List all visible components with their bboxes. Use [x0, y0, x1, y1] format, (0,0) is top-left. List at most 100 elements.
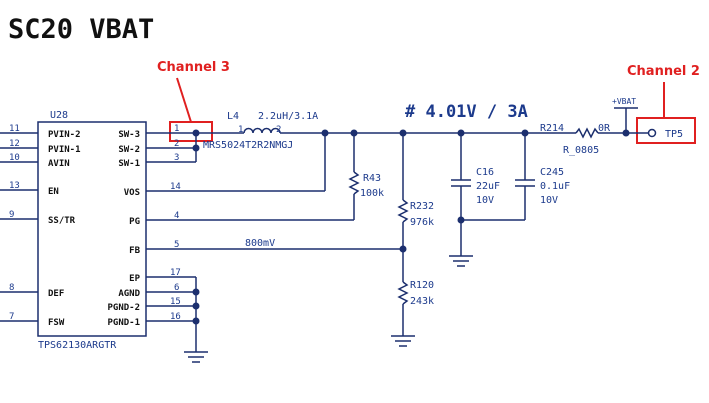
- inductor-pin-1: 1: [238, 125, 243, 135]
- inductor-l4: L4 2.2uH/3.1A 1 2 MRS5024T2R2NMGJ: [203, 111, 318, 151]
- ic-right-pin: 2 SW-2: [118, 139, 196, 155]
- ic-ref: U28: [50, 110, 68, 121]
- net-voltage-label: # 4.01V / 3A: [405, 102, 528, 122]
- inductor-part: MRS5024T2R2NMGJ: [203, 140, 293, 151]
- capacitor-value: 0.1uF: [540, 181, 570, 192]
- pin-name: SW-2: [118, 145, 140, 155]
- ic-right-pin: 14 VOS: [124, 182, 325, 198]
- channel-2-label: Channel 2: [627, 64, 700, 79]
- pin-number: 12: [9, 139, 20, 149]
- testpoint-tp5: TP5: [647, 128, 683, 140]
- junction-dot: [192, 144, 200, 152]
- pin-number: 3: [174, 153, 179, 163]
- junction-dot: [457, 129, 465, 137]
- pin-name: VOS: [124, 188, 140, 198]
- ic-left-pin: 7 FSW: [0, 312, 65, 328]
- pin-name: AGND: [118, 289, 140, 299]
- power-label: +VBAT: [612, 97, 636, 106]
- junction-dot: [192, 288, 200, 296]
- pin-number: 1: [174, 124, 179, 134]
- ic-left-pin: 11 PVIN-2: [0, 124, 81, 140]
- channel-2-box: [636, 117, 696, 144]
- ic-left-pin: 8 DEF: [0, 283, 64, 299]
- resistor-r214: R214 0R R_0805: [540, 123, 611, 156]
- ic-right-pin: 15 PGND-2: [107, 297, 196, 313]
- capacitor-ref: C245: [540, 167, 564, 178]
- resistor-r232: R232 976k: [397, 199, 434, 228]
- ic-right-pin: 16 PGND-1: [107, 312, 196, 328]
- junction-dot: [192, 317, 200, 325]
- ic-right-pin: 3 SW-1: [118, 153, 196, 169]
- pin-number: 11: [9, 124, 20, 134]
- resistor-footprint: R_0805: [563, 145, 599, 156]
- pin-name: SW-1: [118, 159, 140, 169]
- pin-number: 15: [170, 297, 181, 307]
- junction-dot: [521, 129, 529, 137]
- fb-voltage-label: 800mV: [245, 238, 275, 249]
- pin-name: DEF: [48, 289, 64, 299]
- pin-number: 10: [9, 153, 20, 163]
- resistor-value: 976k: [410, 217, 434, 228]
- inductor-pin-2: 2: [276, 125, 281, 135]
- ic-right-pin: 4 PG: [129, 211, 354, 227]
- pin-name: PGND-1: [107, 318, 140, 328]
- ground-symbol: [449, 255, 473, 267]
- channel-3-pointer: [176, 77, 192, 123]
- resistor-ref: R232: [410, 201, 434, 212]
- capacitor-ref: C16: [476, 167, 494, 178]
- pin-number: 16: [170, 312, 181, 322]
- testpoint-circle: [647, 128, 657, 138]
- junction-dot: [192, 302, 200, 310]
- resistor-value: 0R: [598, 123, 611, 134]
- ic-right-pin: 5 FB: [129, 240, 403, 256]
- channel-3-label: Channel 3: [157, 60, 230, 75]
- capacitor-voltage: 10V: [540, 195, 558, 206]
- pin-name: PVIN-1: [48, 145, 81, 155]
- schematic-title: SC20 VBAT: [8, 14, 154, 45]
- ground-symbol: [184, 351, 208, 363]
- capacitor-value: 22uF: [476, 181, 500, 192]
- pin-number: 4: [174, 211, 179, 221]
- resistor-ref: R120: [410, 280, 434, 291]
- resistor-r43: R43 100k: [348, 171, 384, 199]
- pin-number: 2: [174, 139, 179, 149]
- resistor-ref: R43: [363, 173, 381, 184]
- resistor-value: 243k: [410, 296, 434, 307]
- ic-left-pin: 13 EN: [0, 181, 59, 197]
- ic-left-pin: 10 AVIN: [0, 153, 70, 169]
- pin-number: 5: [174, 240, 179, 250]
- pin-number: 9: [9, 210, 14, 220]
- pin-name: FSW: [48, 318, 65, 328]
- junction-dot: [321, 129, 329, 137]
- resistor-value: 100k: [360, 188, 384, 199]
- channel-3-box: [169, 121, 213, 142]
- ic-part: TPS62130ARGTR: [38, 340, 117, 351]
- pin-name: PVIN-2: [48, 130, 81, 140]
- pin-name: SW-3: [118, 130, 140, 140]
- junction-dot: [350, 129, 358, 137]
- ic-right-pin: 6 AGND: [118, 283, 196, 299]
- resistor-ref: R214: [540, 123, 564, 134]
- pin-name: SS/TR: [48, 216, 76, 226]
- testpoint-label: TP5: [665, 129, 683, 140]
- pin-number: 14: [170, 182, 181, 192]
- pin-number: 8: [9, 283, 14, 293]
- resistor-r120: R120 243k: [397, 280, 434, 307]
- ground-symbol: [391, 335, 415, 347]
- ic-left-pin: 9 SS/TR: [0, 210, 76, 226]
- ic-body: [37, 121, 147, 337]
- pin-number: 7: [9, 312, 14, 322]
- pin-name: FB: [129, 246, 140, 256]
- pin-name: AVIN: [48, 159, 70, 169]
- capacitor-c245: C245 0.1uF 10V: [515, 167, 570, 206]
- junction-dot: [399, 129, 407, 137]
- pin-number: 17: [170, 268, 181, 278]
- capacitor-voltage: 10V: [476, 195, 494, 206]
- pin-number: 13: [9, 181, 20, 191]
- ic-u28: U28 TPS62130ARGTR 11 PVIN-2 12 PVIN-1 10…: [0, 110, 403, 351]
- pin-name: EP: [129, 274, 140, 284]
- junction-dot: [399, 245, 407, 253]
- ic-left-pin: 12 PVIN-1: [0, 139, 81, 155]
- pin-name: PG: [129, 217, 140, 227]
